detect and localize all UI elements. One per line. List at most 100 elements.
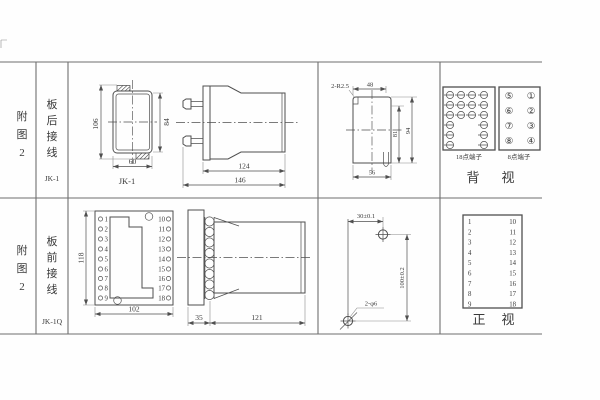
jk1q-front-view: 1 2 3 4 5 6 7 8 9 10 11 12 13 14 15 16 1… [77,210,174,317]
side-terminal-stack [204,216,215,300]
terminal-number: 13 [158,247,165,254]
label-18-point: 18点端子 [456,152,483,161]
circled-6: ⑥ [505,106,514,117]
cell: 16 [509,281,516,288]
terminal-number: 7 [105,276,109,283]
dim-100: 100±0.2 [399,267,406,288]
cell: 15 [509,271,516,278]
terminal-number: 10 [158,217,165,224]
dim-35: 35 [195,313,203,322]
terminal-number: 14 [158,257,165,264]
cell: 14 [509,260,516,267]
jk1-side-view: 124 146 [176,85,298,188]
jk1q-left-terminals: 1 2 3 4 5 6 7 8 9 [98,217,109,303]
model-label: JK-1 [45,174,60,183]
dim-30: 30±0.1 [357,213,375,220]
hole-diameter-label: 2-φ6 [365,301,378,308]
wiring-char: 接 [47,267,58,280]
jk1q-side-view: 35 121 [177,209,312,326]
dim-81: 81 [392,131,399,138]
dim-60: 60 [129,157,137,166]
front-caption-char: 视 [501,312,514,327]
fig-char: 图 [17,128,28,141]
dim-84: 84 [162,118,171,126]
terminal-number: 6 [105,267,109,274]
label-8-point: 8点端子 [508,152,531,161]
cell: 10 [509,219,516,226]
cell: 18 [509,301,516,308]
dim-121: 121 [251,313,263,322]
circled-3: ③ [527,121,536,132]
fig-char: 附 [17,243,28,257]
rear-view: ⑤ ① ⑥ ② ⑦ ③ ⑧ ④ 18点端子 8点端子 背 视 [442,86,541,185]
dim-124: 124 [238,162,250,171]
cell: 9 [468,301,472,308]
model-label: JK-1Q [42,317,63,326]
terminal-number: 11 [158,227,165,234]
circled-2: ② [527,106,536,117]
cell: 6 [468,271,472,278]
dim-48: 48 [367,82,374,89]
dim-94: 94 [405,127,412,134]
cell: 13 [509,250,516,257]
row1-wiring-label: 板 后 接 线 JK-1 [45,97,60,183]
fig-char: 2 [19,147,25,159]
cell: 2 [468,229,472,236]
wiring-char: 线 [47,282,58,296]
circled-4: ④ [527,136,536,147]
fig-char: 附 [17,109,28,123]
wiring-char: 板 [47,234,58,248]
terminal-number: 1 [105,217,108,224]
row1-figure-label: 附 图 2 [17,109,28,159]
fig-char: 图 [17,262,28,275]
terminal-numbers-8: ⑤ ① ⑥ ② ⑦ ③ ⑧ ④ [505,91,536,147]
dim-146: 146 [234,176,246,185]
cell: 11 [509,229,516,236]
table-right-numbers: 10 11 12 13 14 15 16 17 18 [509,219,516,308]
circled-8: ⑧ [505,136,514,147]
rear-caption-char: 背 [466,170,479,185]
terminal-number: 5 [105,257,109,264]
front-caption-char: 正 [472,312,485,327]
cell: 8 [468,291,472,298]
cell: 3 [468,240,472,247]
row2-figure-label: 附 图 2 [17,243,28,293]
jk1q-right-terminals: 10 11 12 13 14 15 16 17 18 [158,217,171,303]
terminal-number: 12 [158,237,165,244]
terminal-number: 4 [105,247,109,254]
cell: 5 [468,260,472,267]
rear-caption-char: 视 [501,170,514,185]
dim-118: 118 [77,252,86,263]
wiring-char: 接 [47,130,58,143]
terminal-screws-18 [444,91,488,149]
terminal-number: 8 [105,286,109,293]
wiring-char: 线 [47,145,58,159]
wiring-char: 前 [47,250,58,264]
table-left-numbers: 1 2 3 4 5 6 7 8 9 [468,219,472,308]
dim-102: 102 [128,305,140,314]
terminal-number: 3 [105,237,109,244]
terminal-number: 9 [105,296,109,303]
jk1-front-view: 106 84 60 JK-1 [91,80,171,186]
terminal-number: 18 [158,296,165,303]
jk1-caption: JK-1 [119,176,136,186]
drilling-plan: 30±0.1 100±0.2 2-φ6 [339,213,411,330]
cell: 1 [468,219,471,226]
circled-1: ① [527,91,536,102]
cell: 12 [509,240,516,247]
panel-cutout-drawing: 48 2-R2.5 81 94 56 [331,82,417,180]
circled-5: ⑤ [505,91,514,102]
wiring-char: 后 [47,114,58,127]
cell: 7 [468,281,472,288]
row2-wiring-label: 板 前 接 线 JK-1Q [42,234,63,326]
fig-char: 2 [19,281,25,293]
front-view-table: 1 2 3 4 5 6 7 8 9 10 11 12 13 14 15 16 1… [462,214,523,327]
dim-106: 106 [91,118,100,130]
dim-56: 56 [369,170,376,177]
corner-radius-label: 2-R2.5 [331,83,349,90]
cell: 4 [468,250,472,257]
wiring-char: 板 [47,97,58,111]
circled-7: ⑦ [505,121,514,132]
table-grid [0,39,542,335]
